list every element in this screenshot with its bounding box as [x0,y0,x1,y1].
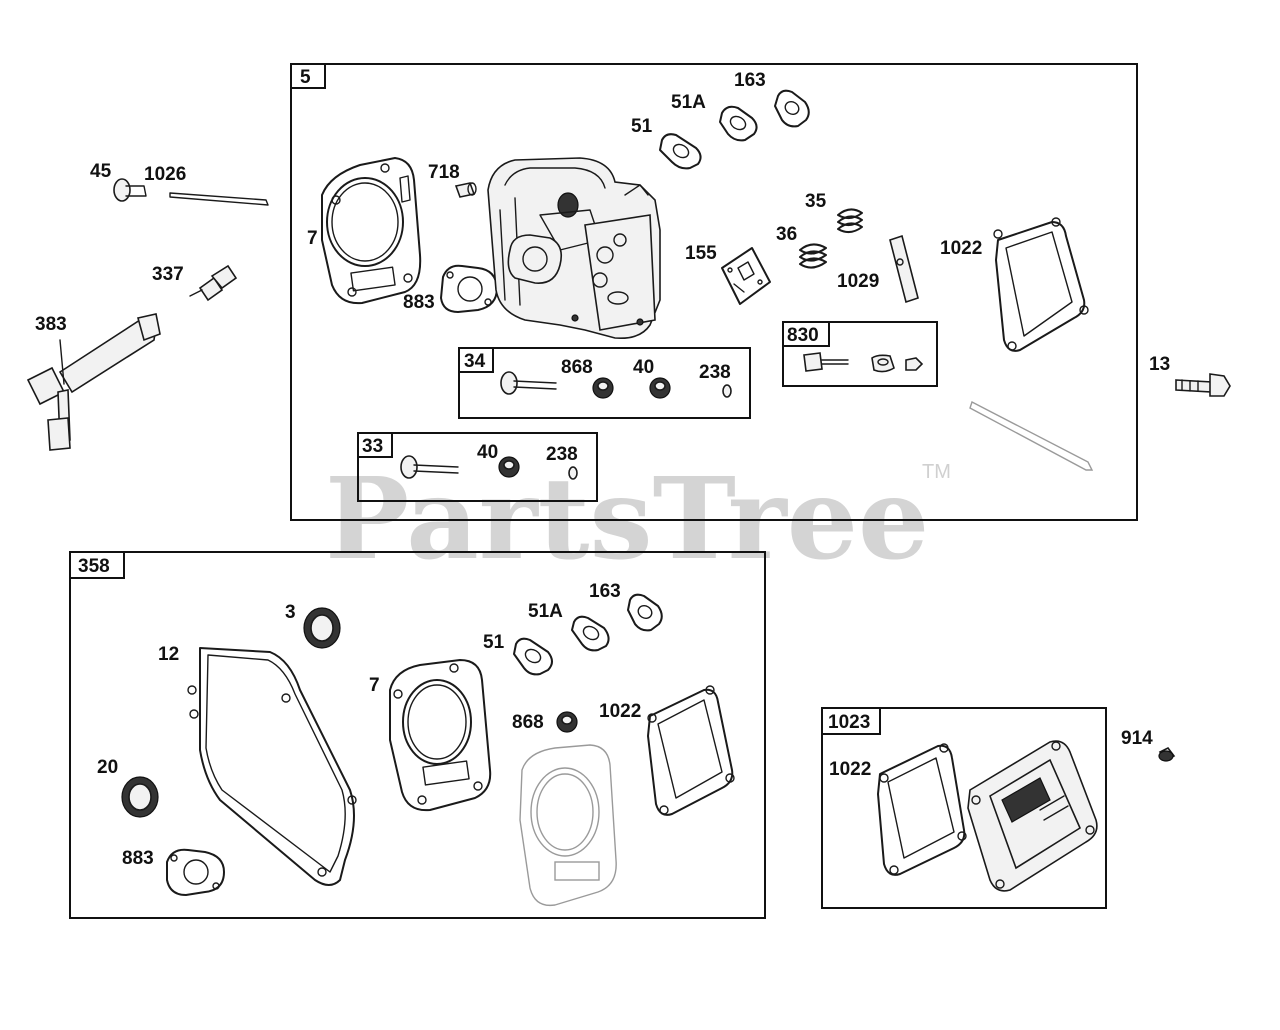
bolt-icon[interactable] [1158,746,1176,762]
callout-51: 51 [631,116,653,137]
seal-icon[interactable] [649,377,671,399]
valve-icon[interactable] [500,371,557,395]
callout-883: 883 [403,292,435,313]
callout-51a: 51A [671,92,706,113]
gasket-icon[interactable] [877,743,967,876]
callout-13: 13 [1149,354,1170,375]
box-label-830: 830 [787,325,819,346]
wrench-icon[interactable] [26,313,161,451]
callout-337: 337 [152,264,184,285]
callout-163-b: 163 [589,581,621,602]
callout-3: 3 [285,602,296,623]
callout-1026: 1026 [144,164,186,185]
gasket-icon[interactable] [389,659,492,812]
callout-1022-c: 1022 [829,759,871,780]
callout-45: 45 [90,161,112,182]
callout-883-b: 883 [122,848,154,869]
dowel-pin-icon[interactable] [454,182,477,198]
cylinder-head-icon[interactable] [487,157,661,340]
keeper-icon[interactable] [568,466,578,480]
group-box-34[interactable]: 34 [458,347,751,419]
adjusting-screw-icon[interactable] [803,352,849,372]
seal-icon[interactable] [498,456,520,478]
group-box-1023[interactable]: 1023 [821,707,1107,909]
callout-20: 20 [97,757,118,778]
callout-51-b: 51 [483,632,505,653]
box-label-5: 5 [300,67,311,88]
callout-868-b: 868 [512,712,544,733]
seal-icon[interactable] [303,607,341,649]
box-label-34: 34 [464,351,486,372]
callout-1022: 1022 [940,238,982,259]
callout-36: 36 [776,224,797,245]
seal-icon[interactable] [556,711,578,733]
spring-icon[interactable] [837,208,863,233]
callout-155: 155 [685,243,717,264]
spring-icon[interactable] [799,243,827,269]
callout-1029: 1029 [837,271,879,292]
nut-icon[interactable] [905,357,924,371]
callout-238: 238 [699,362,731,383]
watermark-trademark: TM [922,461,951,483]
gasket-icon[interactable] [440,264,498,313]
callout-868: 868 [561,357,593,378]
callout-40-b: 40 [477,442,498,463]
valve-cover-icon[interactable] [967,740,1098,892]
seal-icon[interactable] [121,776,159,818]
callout-718: 718 [428,162,460,183]
gasket-icon[interactable] [719,105,758,142]
callout-7: 7 [307,228,318,249]
nut-icon[interactable] [871,354,895,373]
gasket-icon[interactable] [321,157,422,305]
box-label-1023: 1023 [828,712,870,733]
callout-51a-b: 51A [528,601,563,622]
gasket-icon[interactable] [571,615,610,652]
spark-plug-icon[interactable] [189,264,238,302]
push-rod-icon[interactable] [969,401,1094,471]
keeper-icon[interactable] [722,384,732,398]
callout-914: 914 [1121,728,1153,749]
callout-35: 35 [805,191,827,212]
gasket-icon[interactable] [513,637,553,676]
gasket-icon[interactable] [647,685,735,816]
gasket-icon[interactable] [187,647,357,886]
callout-7-b: 7 [369,675,380,696]
rocker-stud-icon[interactable] [113,178,147,202]
group-box-5[interactable]: 5 [290,63,1138,521]
gasket-icon[interactable] [627,593,663,632]
box-label-358: 358 [78,556,110,577]
gasket-icon[interactable] [993,217,1089,352]
gasket-icon[interactable] [721,247,771,305]
gasket-icon[interactable] [659,133,702,170]
callout-163: 163 [734,70,766,91]
group-box-358[interactable]: 358 [69,551,766,919]
callout-383: 383 [35,314,67,335]
callout-238-b: 238 [546,444,578,465]
bolt-icon[interactable] [1175,373,1231,397]
push-rod-icon[interactable] [169,192,269,206]
valve-icon[interactable] [400,455,459,479]
gasket-icon[interactable] [774,89,810,128]
gasket-icon[interactable] [519,744,617,907]
callout-1022-b: 1022 [599,701,641,722]
rocker-arm-icon[interactable] [889,234,919,304]
callout-40: 40 [633,357,654,378]
group-box-33[interactable]: 33 [357,432,598,502]
gasket-icon[interactable] [166,848,225,896]
seal-icon[interactable] [592,377,614,399]
group-box-830[interactable]: 830 [782,321,938,387]
box-label-33: 33 [362,436,383,457]
callout-12: 12 [158,644,179,665]
